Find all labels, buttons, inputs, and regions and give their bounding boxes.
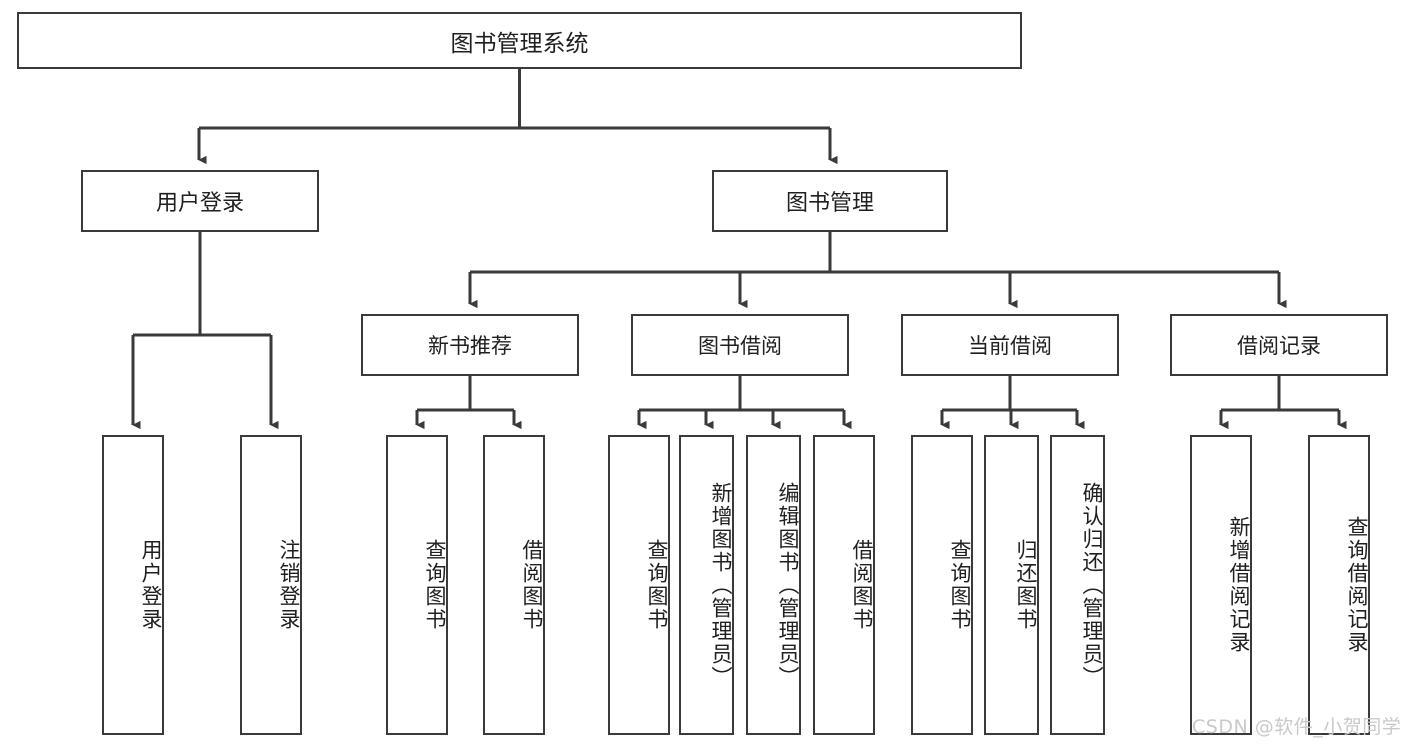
node-leaf-add-record-label: 新增借阅记录	[1227, 516, 1251, 654]
node-leaf-query-record[interactable]: 查询借阅记录	[1308, 435, 1370, 735]
node-leaf-return-book-label: 归还图书	[1014, 539, 1038, 631]
node-borrow-record-label: 借阅记录	[1237, 334, 1321, 358]
node-leaf-user-login[interactable]: 用户登录	[102, 435, 164, 735]
node-leaf-confirm-return-label: 确认归还（管理员）	[1080, 481, 1104, 689]
node-leaf-borrow-book-2[interactable]: 借阅图书	[813, 435, 875, 735]
node-current-borrow-label: 当前借阅	[968, 334, 1052, 358]
node-borrow-record[interactable]: 借阅记录	[1170, 314, 1388, 376]
node-leaf-query-book-3[interactable]: 查询图书	[911, 435, 973, 735]
csdn-watermark: CSDN @软件_小贺同学	[1192, 716, 1402, 738]
node-user-login[interactable]: 用户登录	[81, 170, 319, 232]
node-user-login-label: 用户登录	[155, 191, 244, 216]
node-leaf-confirm-return[interactable]: 确认归还（管理员）	[1050, 435, 1105, 735]
node-leaf-return-book[interactable]: 归还图书	[984, 435, 1039, 735]
node-new-book-rec[interactable]: 新书推荐	[361, 314, 579, 376]
node-book-manage[interactable]: 图书管理	[712, 170, 948, 232]
node-leaf-user-logout-label: 注销登录	[277, 539, 301, 631]
node-leaf-borrow-book-2-label: 借阅图书	[850, 539, 874, 631]
node-book-manage-label: 图书管理	[785, 191, 874, 216]
node-leaf-query-book-1[interactable]: 查询图书	[386, 435, 448, 735]
node-leaf-edit-book[interactable]: 编辑图书（管理员）	[746, 435, 801, 735]
node-leaf-add-book-label: 新增图书（管理员）	[709, 481, 733, 689]
node-leaf-query-record-label: 查询借阅记录	[1345, 516, 1369, 654]
node-leaf-add-record[interactable]: 新增借阅记录	[1190, 435, 1252, 735]
node-leaf-query-book-2-label: 查询图书	[645, 539, 669, 631]
node-leaf-query-book-3-label: 查询图书	[948, 539, 972, 631]
node-leaf-query-book-2[interactable]: 查询图书	[608, 435, 670, 735]
node-leaf-borrow-book-1-label: 借阅图书	[520, 539, 544, 631]
node-book-borrow[interactable]: 图书借阅	[631, 314, 849, 376]
node-leaf-edit-book-label: 编辑图书（管理员）	[776, 481, 800, 689]
node-book-borrow-label: 图书借阅	[698, 334, 782, 358]
node-root-label: 图书管理系统	[450, 30, 589, 57]
node-leaf-user-logout[interactable]: 注销登录	[240, 435, 302, 735]
node-leaf-borrow-book-1[interactable]: 借阅图书	[483, 435, 545, 735]
node-root[interactable]: 图书管理系统	[17, 12, 1022, 69]
node-new-book-rec-label: 新书推荐	[428, 334, 512, 358]
node-current-borrow[interactable]: 当前借阅	[901, 314, 1119, 376]
node-leaf-query-book-1-label: 查询图书	[423, 539, 447, 631]
node-leaf-user-login-label: 用户登录	[139, 539, 163, 631]
node-leaf-add-book[interactable]: 新增图书（管理员）	[679, 435, 734, 735]
